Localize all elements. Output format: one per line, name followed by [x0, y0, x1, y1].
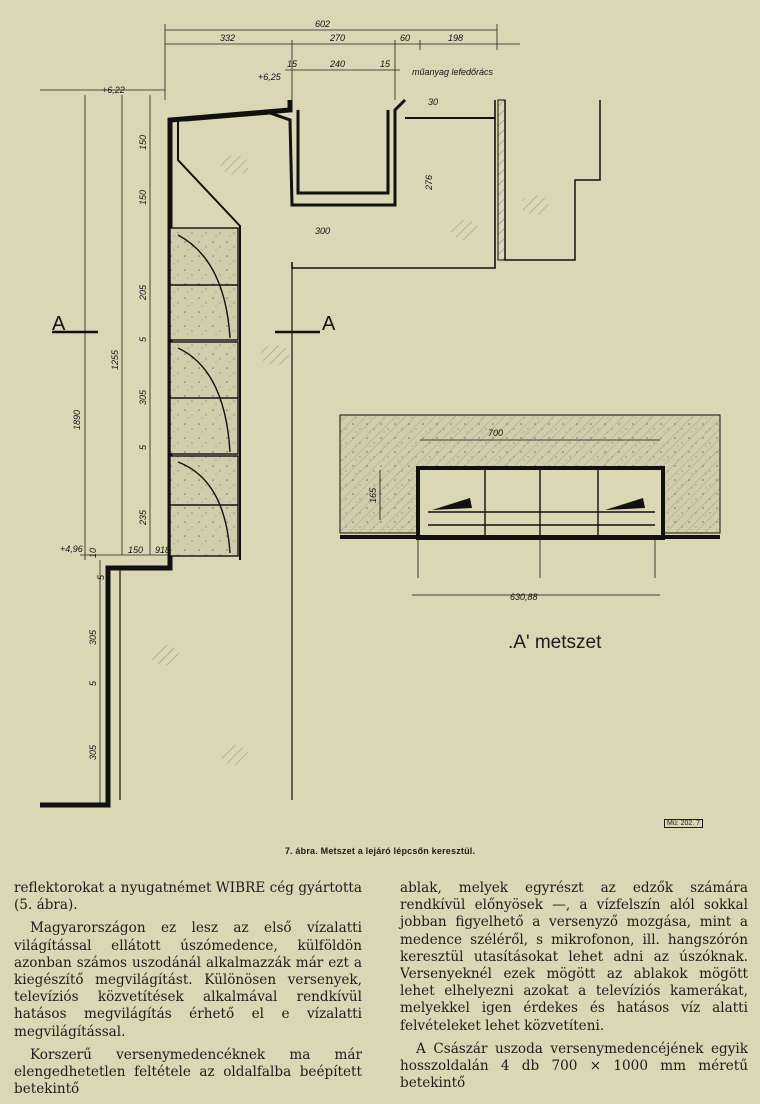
dim-1890: 1890 — [72, 410, 82, 430]
text-column-right: ablak, melyek egyrészt az edzők számára … — [400, 880, 748, 1098]
paragraph: reflektorokat a nyugatnémet WIBRE cég gy… — [14, 880, 362, 914]
dim-10: 10 — [88, 548, 98, 558]
dim-5-d: 5 — [96, 574, 106, 580]
dim-305-b: 305 — [88, 629, 98, 645]
paragraph: A Császár uszoda versenymedencéjének egy… — [400, 1040, 748, 1092]
stair-wall — [40, 98, 601, 808]
dim-276: 276 — [424, 175, 434, 191]
dim-700: 700 — [488, 428, 503, 438]
dimension-lines-left — [40, 89, 170, 805]
level-496: +4,96 — [60, 544, 83, 554]
dim-150-bottom: 150 — [128, 545, 143, 555]
dim-5-a: 5 — [138, 336, 148, 342]
dim-235: 235 — [138, 509, 148, 526]
technical-drawing: A A 602 332 270 60 198 15 240 15 műanyag… — [40, 19, 721, 808]
dim-305-c: 305 — [88, 744, 98, 760]
dim-1255: 1255 — [110, 349, 120, 370]
dim-60: 60 — [400, 33, 410, 43]
dim-240: 240 — [329, 59, 345, 69]
dim-165: 165 — [368, 487, 378, 503]
dim-305-a: 305 — [138, 389, 148, 405]
dim-15b: 15 — [380, 59, 391, 69]
level-625: +6,25 — [258, 72, 282, 82]
dim-270: 270 — [329, 33, 345, 43]
dim-300: 300 — [315, 226, 330, 236]
dim-332: 332 — [220, 33, 235, 43]
dim-5-c: 5 — [88, 680, 98, 686]
paragraph: Korszerű versenymedencéknek ma már eleng… — [14, 1046, 362, 1098]
level-622: +6,22 — [102, 85, 125, 95]
material-note: műanyag lefedőrács — [412, 67, 494, 77]
dim-205: 205 — [138, 284, 148, 301]
dimension-lines-top — [164, 24, 520, 100]
dim-918: 918 — [155, 545, 170, 555]
concrete-marks — [151, 155, 549, 765]
dim-30: 30 — [428, 97, 438, 107]
section-title: .A' metszet — [508, 632, 602, 653]
text-column-left: reflektorokat a nyugatnémet WIBRE cég gy… — [14, 880, 362, 1104]
dim-150-b: 150 — [138, 190, 148, 205]
paragraph: Magyarországon ez lesz az első vízalatti… — [14, 920, 362, 1040]
dim-198: 198 — [448, 33, 463, 43]
figure-reference: Mű: 202. 7 — [664, 819, 704, 828]
figure-caption: 7. ábra. Metszet a lejáró lépcsőn keresz… — [284, 846, 476, 856]
stair-steps — [169, 227, 239, 557]
section-mark-right: A — [322, 313, 336, 335]
dim-602: 602 — [315, 19, 330, 29]
section-mark-left: A — [52, 313, 66, 335]
dim-63088: 630,88 — [510, 592, 538, 602]
paragraph: ablak, melyek egyrészt az edzők számára … — [400, 880, 748, 1034]
dim-150-a: 150 — [138, 135, 148, 150]
dim-15a: 15 — [287, 59, 298, 69]
dim-5-b: 5 — [138, 444, 148, 450]
section-a-detail: 700 165 630,88 — [339, 414, 721, 602]
